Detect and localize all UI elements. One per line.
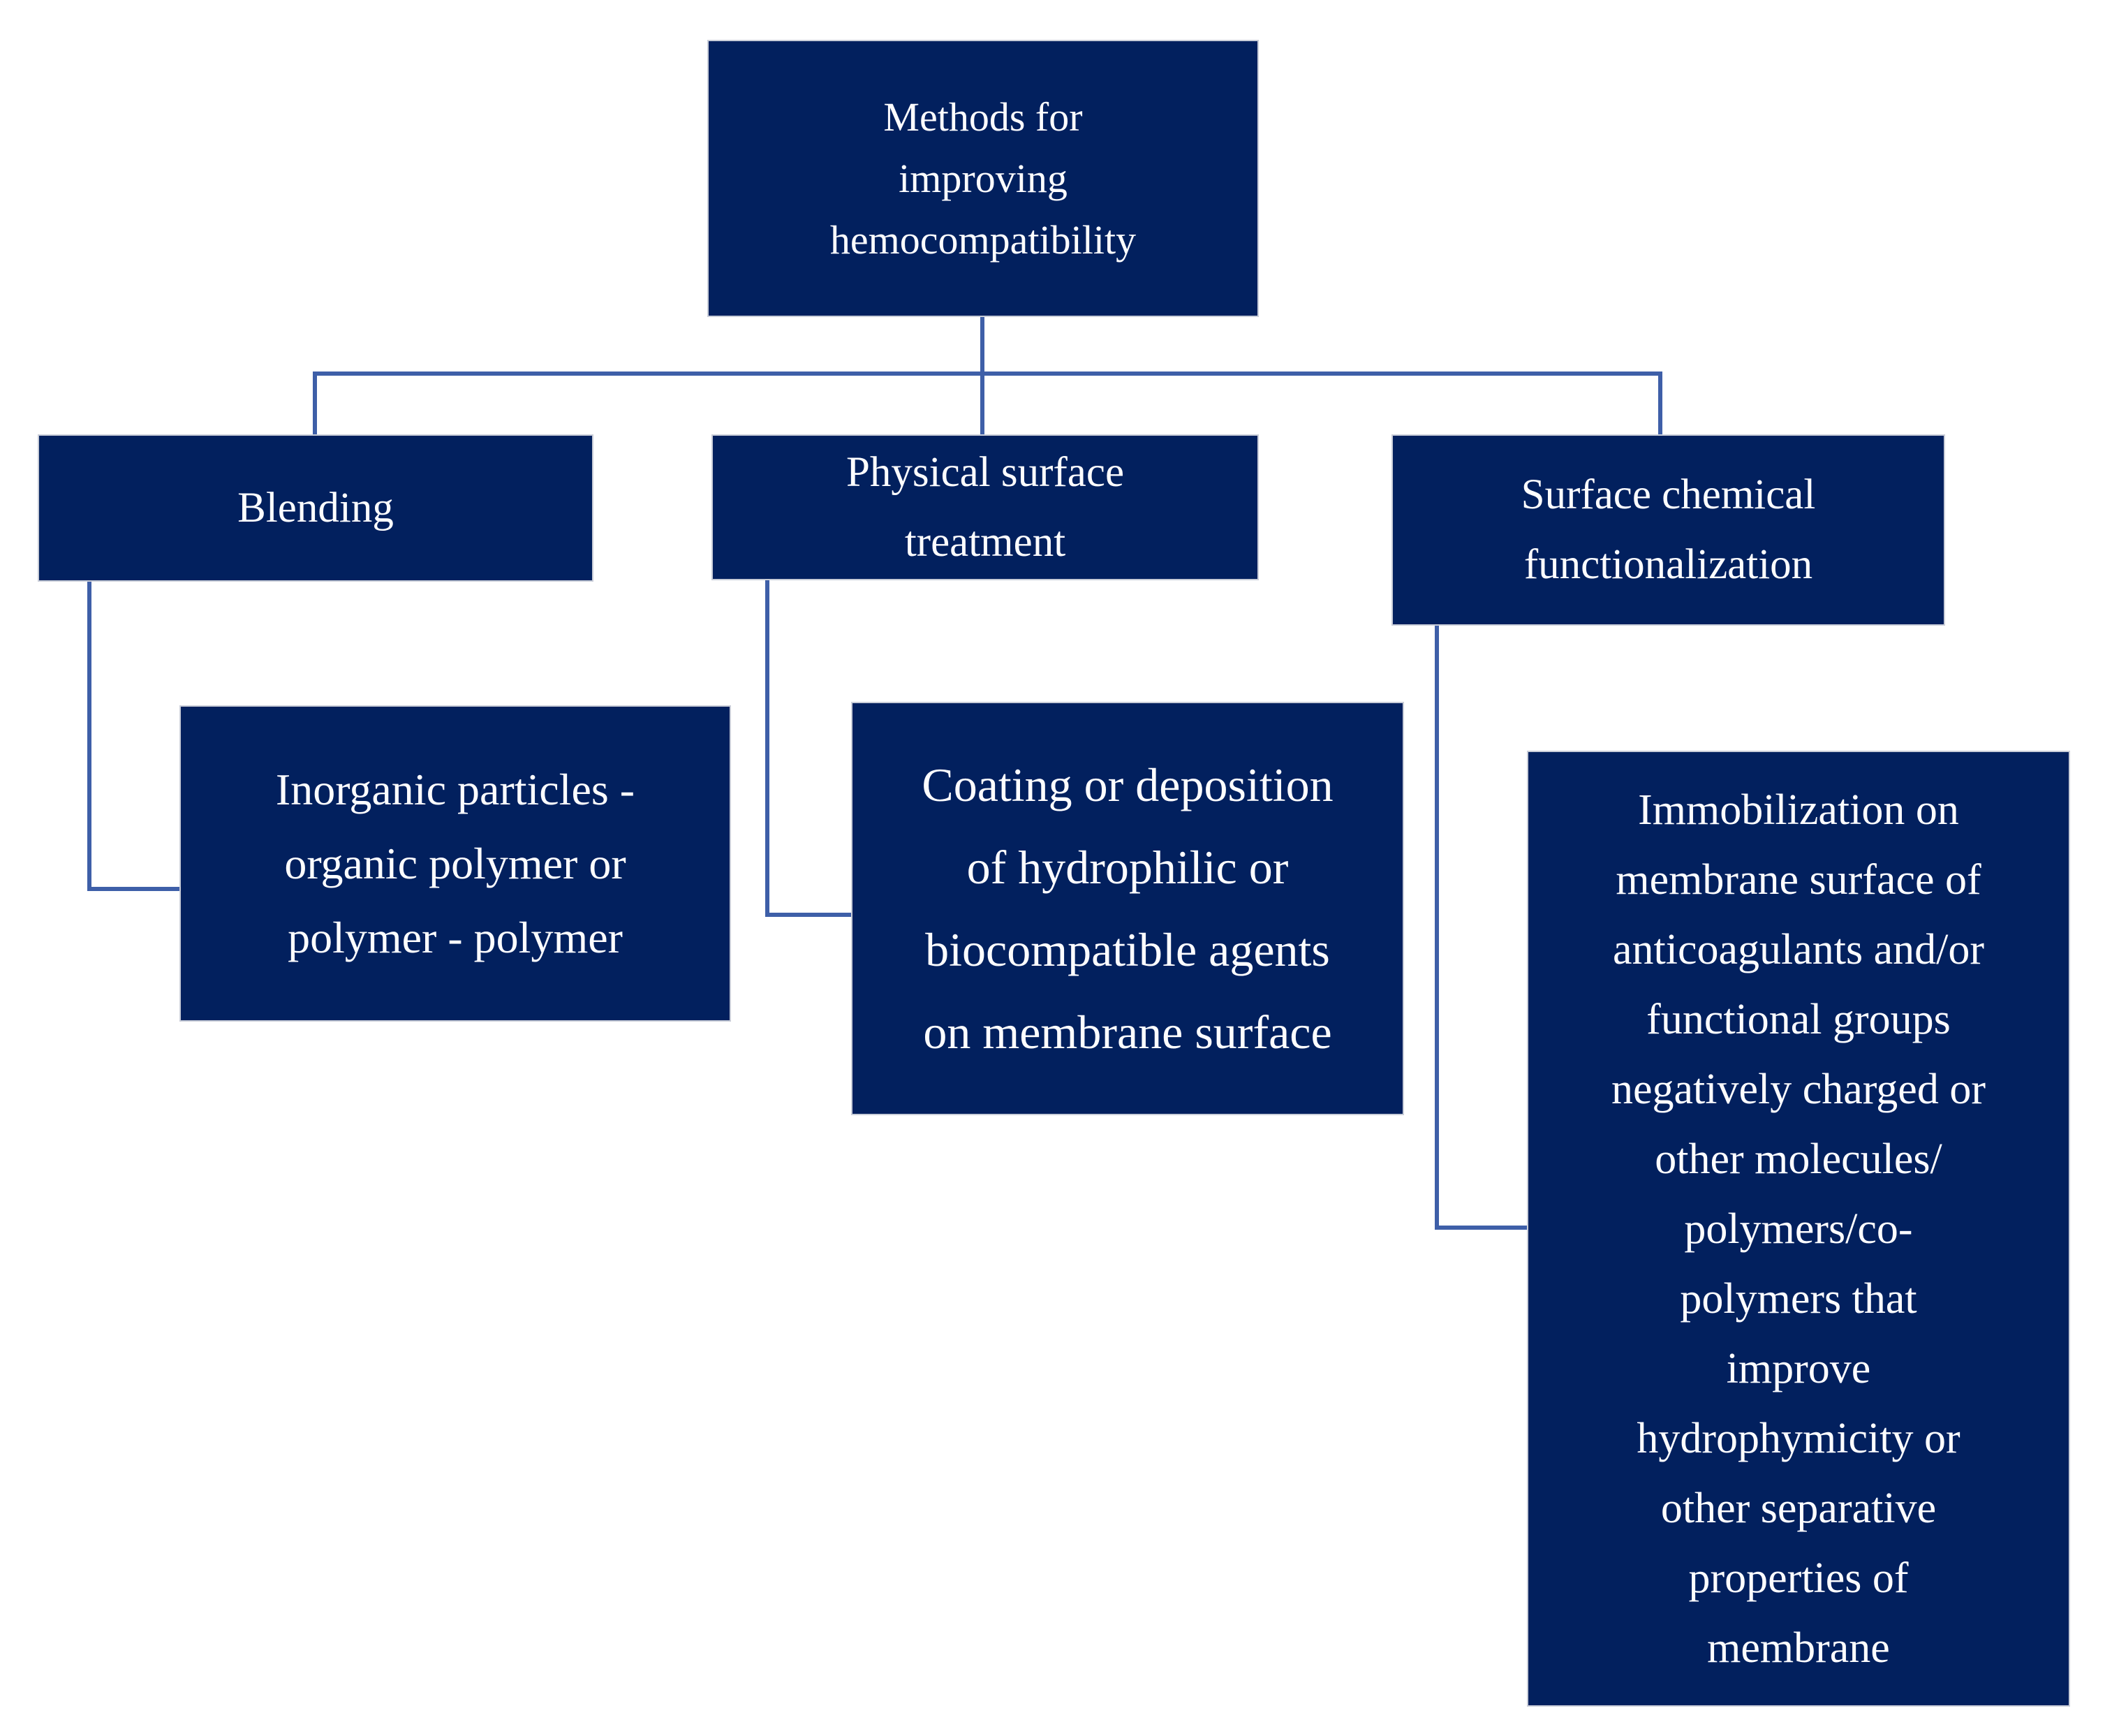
connector-physical-elbow-horizontal [765,913,852,917]
connector-chemical-elbow-horizontal [1435,1226,1528,1230]
connector-blending-elbow-horizontal [87,887,181,891]
connector-blending-elbow-vertical [87,582,91,891]
connector-drop-chemical [1658,372,1662,435]
connector-chemical-elbow-vertical [1435,626,1439,1230]
connector-horizontal-rail [313,372,1662,376]
node-blending: Blending [38,434,593,582]
connector-physical-elbow-vertical [765,580,769,917]
connector-drop-blending [313,372,317,435]
